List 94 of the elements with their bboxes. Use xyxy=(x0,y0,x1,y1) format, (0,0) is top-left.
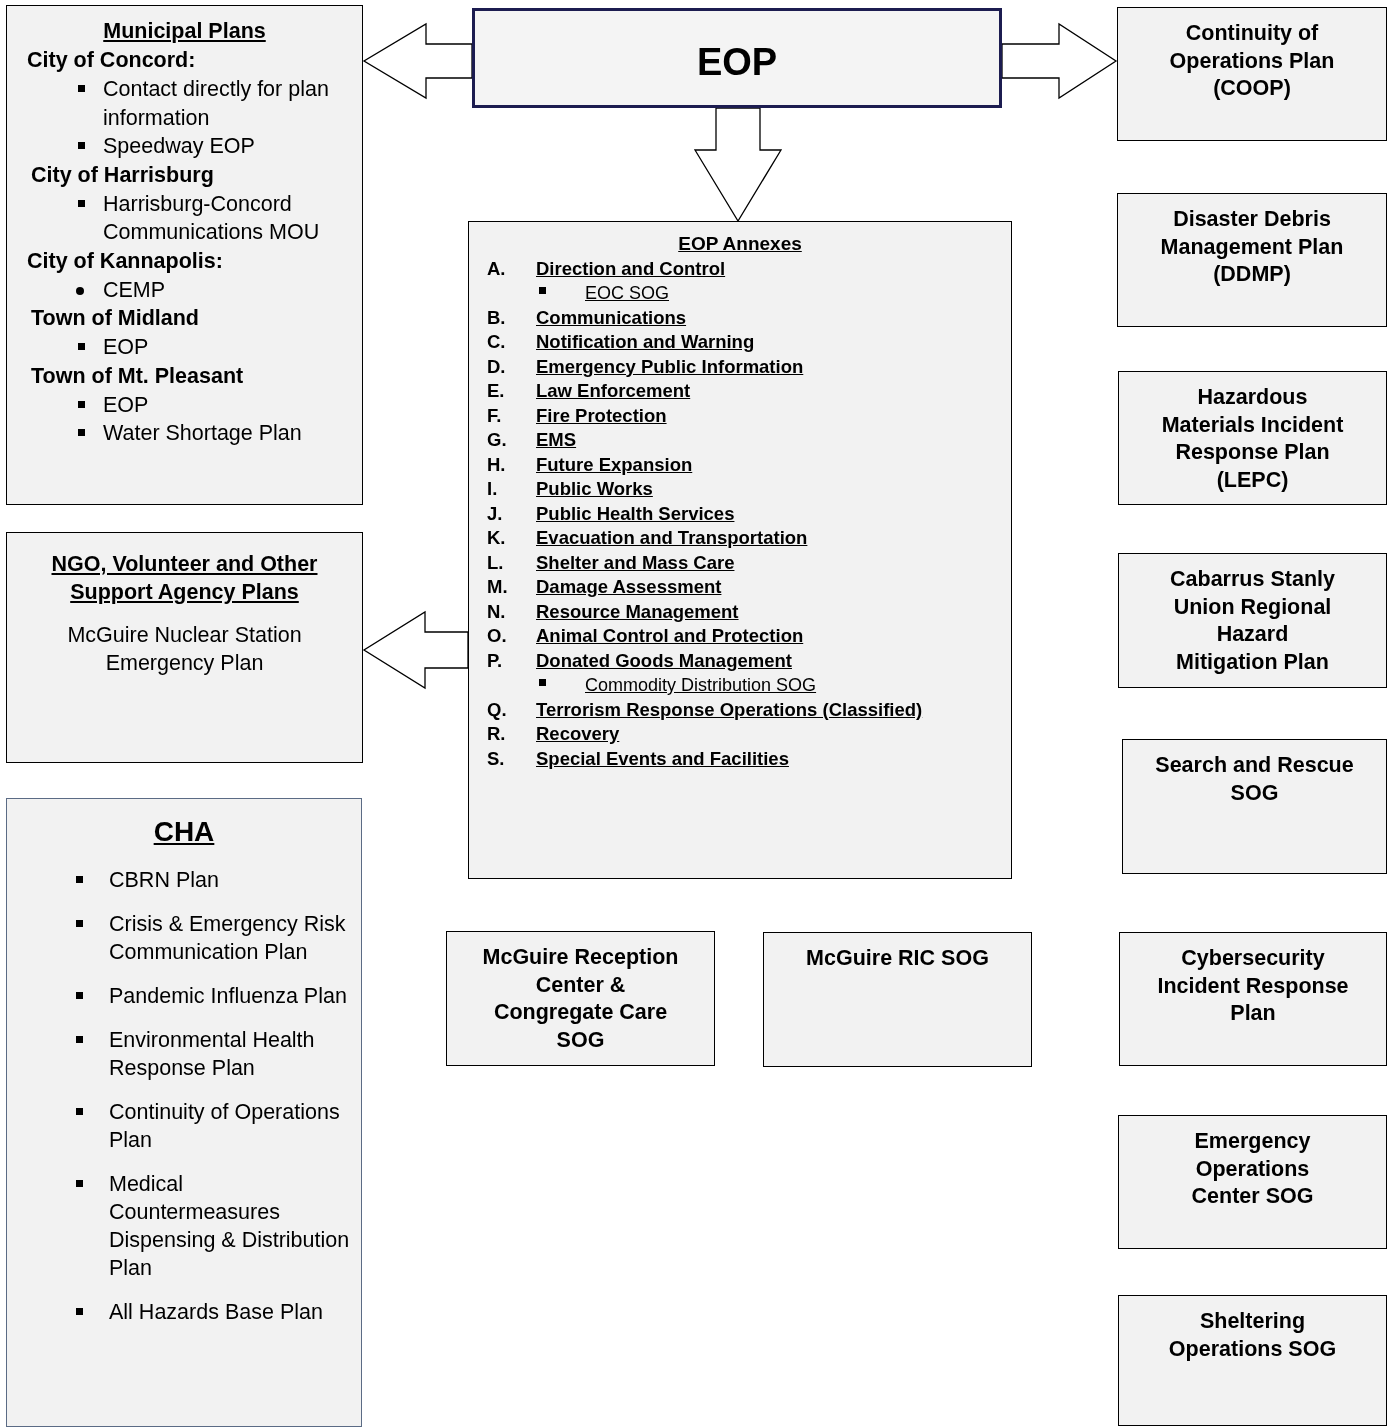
annex-letter: H. xyxy=(487,452,506,477)
annex-letter: G. xyxy=(487,428,507,452)
annex-letter: N. xyxy=(487,599,506,624)
list-item: Speedway EOP xyxy=(103,133,256,160)
group-heading: City of Kannapolis: xyxy=(27,247,224,275)
annex-item: Shelter and Mass Care xyxy=(536,550,735,575)
annex-letter: L. xyxy=(487,550,504,575)
box-title: McGuire Reception Center & Congregate Care SOG xyxy=(481,944,680,1054)
block-arrow xyxy=(1001,22,1118,100)
list-item: CBRN Plan xyxy=(109,867,220,894)
annex-letter: R. xyxy=(487,722,506,746)
annex-item: Terrorism Response Operations (Classified) xyxy=(536,697,923,722)
group-heading: City of Harrisburg xyxy=(31,161,215,189)
annex-letter: A. xyxy=(487,256,506,281)
annex-letter: J. xyxy=(487,501,503,526)
box-title: NGO, Volunteer and Other Support Agency Plans xyxy=(50,551,319,606)
box-title: Cabarrus Stanly Union Regional Hazard Mitigation Plan xyxy=(1169,566,1336,676)
box-title: Sheltering Operations SOG xyxy=(1167,1308,1338,1363)
annex-item: EOC SOG xyxy=(585,282,669,305)
annex-item: Direction and Control xyxy=(536,256,726,281)
annex-item: Evacuation and Transportation xyxy=(536,526,808,550)
annex-item: Resource Management xyxy=(536,599,739,624)
annex-letter: E. xyxy=(487,379,505,403)
list-item: Contact directly for plan information xyxy=(103,76,330,132)
box-title: EOP xyxy=(695,42,779,82)
list-item: All Hazards Base Plan xyxy=(109,1299,324,1326)
annex-letter: C. xyxy=(487,330,506,354)
annex-item: Public Health Services xyxy=(536,501,735,526)
annex-item: Public Works xyxy=(536,477,653,501)
annex-item: Recovery xyxy=(536,722,620,746)
annex-letter: B. xyxy=(487,305,506,330)
list-item: Continuity of Operations Plan xyxy=(109,1099,341,1154)
group-heading: City of Concord: xyxy=(27,47,197,74)
block-arrow xyxy=(362,610,469,690)
annex-letter: S. xyxy=(487,746,505,771)
box-title: Emergency Operations Center SOG xyxy=(1190,1128,1315,1210)
plan-box xyxy=(1118,1295,1387,1426)
list-item: EOP xyxy=(103,334,150,361)
box-title: Cybersecurity Incident Response Plan xyxy=(1156,945,1350,1027)
annex-item: Donated Goods Management xyxy=(536,648,792,673)
annex-item: Animal Control and Protection xyxy=(536,624,804,648)
annex-item: Law Enforcement xyxy=(536,379,691,403)
plan-box xyxy=(1117,193,1387,327)
box-title: McGuire RIC SOG xyxy=(805,945,990,972)
annex-item: Damage Assessment xyxy=(536,575,722,599)
list-item: EOP xyxy=(103,391,150,419)
list-item: Environmental Health Response Plan xyxy=(109,1027,316,1082)
plan-box xyxy=(1122,739,1387,874)
annex-item: Emergency Public Information xyxy=(536,354,804,379)
annex-item: Fire Protection xyxy=(536,403,667,428)
annex-letter: P. xyxy=(487,648,503,673)
group-heading: Town of Midland xyxy=(31,305,200,332)
plan-box xyxy=(1118,371,1387,505)
plan-box xyxy=(763,932,1032,1067)
block-arrow xyxy=(362,22,473,100)
annex-letter: M. xyxy=(487,575,508,599)
box-title: CHA xyxy=(152,815,216,849)
annex-letter: F. xyxy=(487,403,502,428)
list-item: Medical Countermeasures Dispensing & Distribution Plan xyxy=(109,1171,351,1282)
box-title: Search and Rescue SOG xyxy=(1154,752,1355,807)
plan-box xyxy=(6,5,363,505)
plan-box xyxy=(6,798,362,1427)
box-text: McGuire Nuclear Station Emergency Plan xyxy=(66,622,303,677)
plan-box xyxy=(6,532,363,763)
list-item: Pandemic Influenza Plan xyxy=(109,983,348,1010)
list-item: Water Shortage Plan xyxy=(103,420,303,447)
annex-letter: Q. xyxy=(487,697,507,722)
annex-letter: O. xyxy=(487,624,507,648)
annex-letter: D. xyxy=(487,354,506,379)
plan-box xyxy=(472,8,1002,108)
annex-item: Future Expansion xyxy=(536,452,693,477)
plan-box xyxy=(1119,932,1387,1066)
box-title: Disaster Debris Management Plan (DDMP) xyxy=(1159,206,1345,288)
box-title: EOP Annexes xyxy=(677,232,803,256)
plan-box xyxy=(446,931,715,1066)
plan-box xyxy=(1117,7,1387,141)
annex-item: Notification and Warning xyxy=(536,330,755,354)
box-title: Hazardous Materials Incident Response Plan (LEPC) xyxy=(1160,384,1345,494)
annex-letter: K. xyxy=(487,526,506,550)
plan-box xyxy=(468,221,1012,879)
group-heading: Town of Mt. Pleasant xyxy=(31,362,245,390)
annex-item: Commodity Distribution SOG xyxy=(585,674,817,697)
plan-box xyxy=(1118,1115,1387,1249)
block-arrow xyxy=(693,107,783,223)
plan-box xyxy=(1118,553,1387,688)
box-title: Municipal Plans xyxy=(102,18,267,45)
list-item: CEMP xyxy=(103,276,167,304)
annex-item: Communications xyxy=(536,305,687,330)
list-item: Crisis & Emergency Risk Communication Plan xyxy=(109,911,347,966)
list-item: Harrisburg-Concord Communications MOU xyxy=(103,190,321,246)
box-title: Continuity of Operations Plan (COOP) xyxy=(1168,20,1336,102)
annex-item: EMS xyxy=(536,428,577,452)
annex-letter: I. xyxy=(487,477,498,501)
annex-item: Special Events and Facilities xyxy=(536,746,789,771)
